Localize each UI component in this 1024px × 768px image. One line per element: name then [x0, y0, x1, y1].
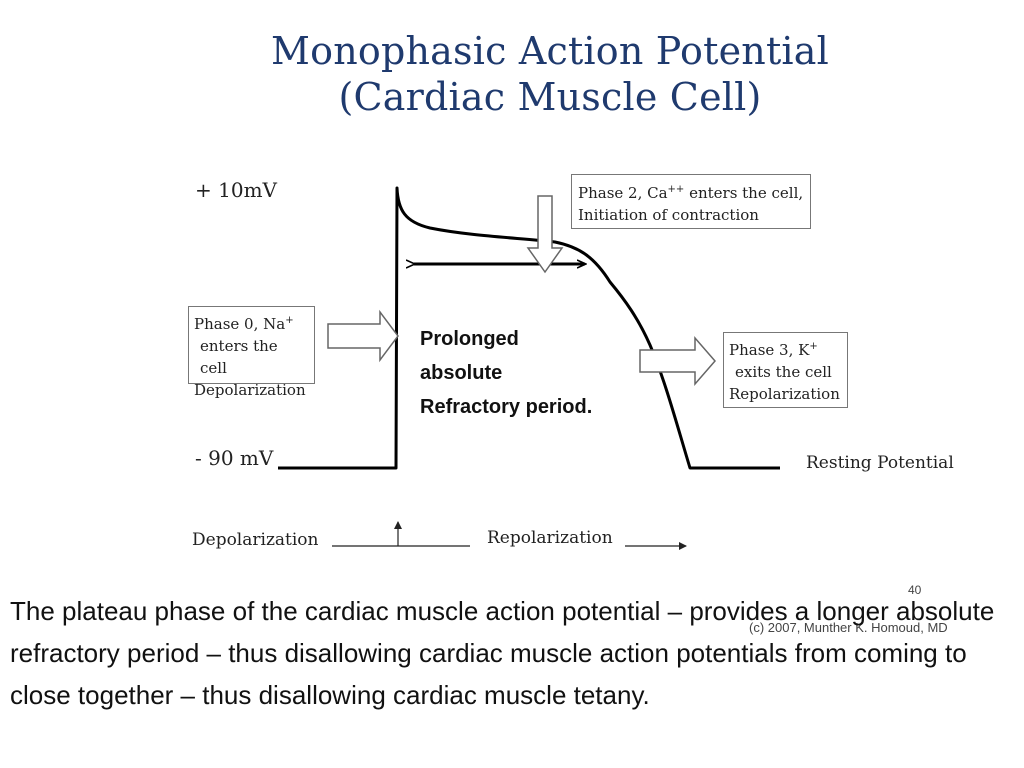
copyright: (c) 2007, Munther K. Homoud, MD — [749, 620, 948, 635]
phase2-box: Phase 2, Ca++ enters the cell, Initiatio… — [571, 174, 811, 229]
resting-potential-label: Resting Potential — [806, 453, 954, 473]
title-line-1: Monophasic Action Potential — [271, 29, 829, 73]
slide-title: Monophasic Action Potential (Cardiac Mus… — [0, 28, 1024, 120]
phase0-right-arrow — [327, 309, 399, 363]
phase3-box: Phase 3, K+ exits the cell Repolarizatio… — [723, 332, 848, 408]
phase2-line2: Initiation of contraction — [578, 206, 759, 224]
action-potential-diagram — [278, 186, 780, 550]
phase0-box: Phase 0, Na+ enters the cell Depolarizat… — [188, 306, 315, 399]
phase3-sup: + — [809, 341, 818, 352]
phase2-line1b: enters the cell, — [684, 184, 804, 202]
refractory-note: Prolonged absolute Refractory period. — [420, 322, 592, 424]
phase0-sup: + — [285, 315, 294, 326]
timeline-repolarization-label: Repolarization — [487, 528, 613, 548]
phase3-right-arrow — [639, 335, 716, 387]
phase2-sup: ++ — [667, 184, 685, 195]
phase0-line1: Phase 0, Na — [194, 315, 286, 333]
phase3-line1: Phase 3, K — [729, 341, 810, 359]
refractory-note-line3: Refractory period. — [420, 396, 593, 418]
phase0-line3: Depolarization — [194, 381, 306, 399]
timeline-depolarization-label: Depolarization — [192, 530, 319, 550]
caption-text: The plateau phase of the cardiac muscle … — [10, 596, 995, 710]
refractory-note-line1: Prolonged — [420, 328, 519, 350]
phase3-line2: exits the cell — [735, 363, 832, 381]
title-line-2: (Cardiac Muscle Cell) — [338, 75, 762, 119]
phase3-line3: Repolarization — [729, 385, 840, 403]
action-potential-curve — [278, 186, 780, 470]
axis-bottom-label: - 90 mV — [195, 446, 274, 470]
refractory-note-line2: absolute — [420, 362, 503, 384]
phase2-line1: Phase 2, Ca — [578, 184, 668, 202]
phase0-line2: enters the cell — [200, 337, 278, 377]
slide-number: 40 — [908, 583, 922, 597]
axis-top-label: + 10mV — [195, 178, 277, 202]
phase2-down-arrow — [526, 195, 564, 274]
